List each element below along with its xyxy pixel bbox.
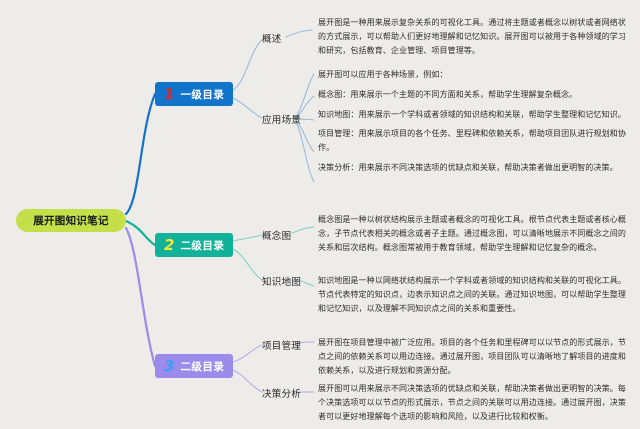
root-node-label: 展开图知识笔记 xyxy=(33,215,109,227)
detail-paragraph: 概念图是一种以树状结构展示主题或者概念的可视化工具。根节点代表主题或者核心概念，… xyxy=(318,215,626,252)
branch-number-2: 2 xyxy=(164,235,175,254)
branch-label-1: 一级目录 xyxy=(180,88,225,101)
subtopic-project-management[interactable]: 项目管理 xyxy=(262,341,302,352)
root-node[interactable]: 展开图知识笔记 xyxy=(16,209,126,232)
detail-decision-analysis: 展开图可以用来展示不同决策选项的优缺点和关联，帮助决策者做出更明智的决策。每个决… xyxy=(318,382,626,423)
detail-paragraph: 展开图可以用来展示不同决策选项的优缺点和关联，帮助决策者做出更明智的决策。每个决… xyxy=(318,384,626,421)
detail-project-management: 展开图在项目管理中被广泛应用。项目的各个任务和里程碑可以以节点的形式展示，节点之… xyxy=(318,336,626,377)
detail-knowledge-map: 知识地图是一种以网络状结构展示一个学科或者领域的知识结构和关联的可视化工具。节点… xyxy=(318,274,626,315)
detail-paragraph: 知识地图是一种以网络状结构展示一个学科或者领域的知识结构和关联的可视化工具。节点… xyxy=(318,276,626,313)
branch-node-1[interactable]: 1 一级目录 xyxy=(155,82,233,106)
branch-number-3: 3 xyxy=(164,356,175,375)
branch-label-2: 二级目录 xyxy=(180,239,225,252)
detail-paragraph: 展开图在项目管理中被广泛应用。项目的各个任务和里程碑可以以节点的形式展示，节点之… xyxy=(318,338,626,375)
subtopic-overview[interactable]: 概述 xyxy=(262,34,282,45)
branch-node-2[interactable]: 2 二级目录 xyxy=(155,233,233,257)
subtopic-concept-map[interactable]: 概念图 xyxy=(262,231,292,242)
detail-paragraph: 决策分析：用来展示不同决策选项的优缺点和关联，帮助决策者做出更明智的决策。 xyxy=(318,162,618,172)
detail-paragraph: 知识地图：用来展示一个学科或者领域的知识结构和关联，帮助学生整理和记忆知识。 xyxy=(318,109,626,119)
detail-paragraph: 展开图可以应用于各种场景，例如： xyxy=(318,70,448,79)
detail-paragraph: 概念图：用来展示一个主题的不同方面和关系，帮助学生理解复杂概念。 xyxy=(318,89,578,99)
subtopic-knowledge-map[interactable]: 知识地图 xyxy=(262,277,302,288)
subtopic-decision-analysis[interactable]: 决策分析 xyxy=(262,389,302,400)
branch-label-3: 二级目录 xyxy=(180,360,225,373)
branch-number-1: 1 xyxy=(164,84,175,103)
detail-paragraph: 展开图是一种用来展示复杂关系的可视化工具。通过将主题或者概念以树状或者网络状的方… xyxy=(318,18,626,55)
detail-paragraph: 项目管理：用来展示项目的各个任务、里程碑和依赖关系，帮助项目团队进行规划和协作。 xyxy=(318,129,626,152)
detail-use-cases: 展开图可以应用于各种场景，例如： 概念图：用来展示一个主题的不同方面和关系，帮助… xyxy=(318,68,626,175)
detail-concept-map: 概念图是一种以树状结构展示主题或者概念的可视化工具。根节点代表主题或者核心概念，… xyxy=(318,213,626,254)
subtopic-use-cases[interactable]: 应用场景 xyxy=(262,115,302,126)
detail-overview: 展开图是一种用来展示复杂关系的可视化工具。通过将主题或者概念以树状或者网络状的方… xyxy=(318,16,626,57)
branch-node-3[interactable]: 3 二级目录 xyxy=(155,354,233,378)
